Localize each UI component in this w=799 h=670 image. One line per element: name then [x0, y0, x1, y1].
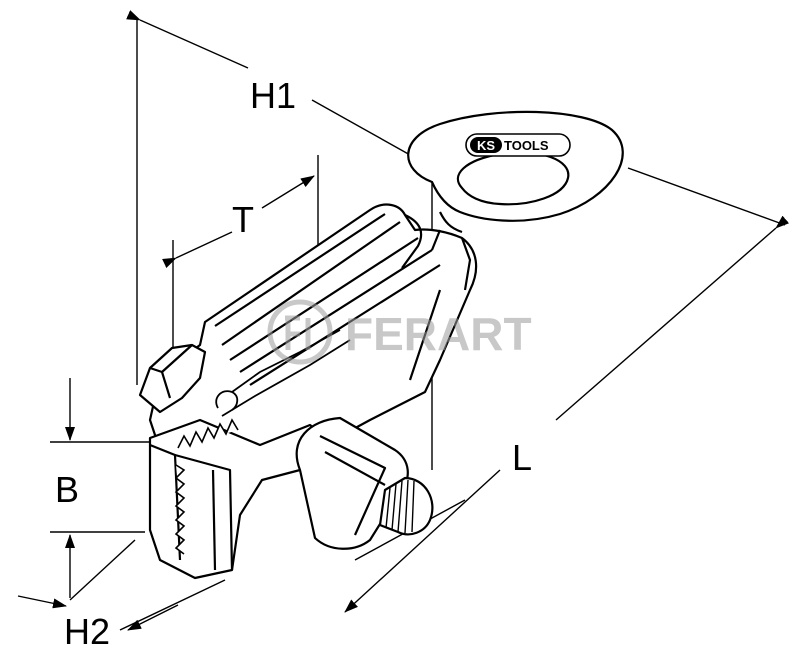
h2-dim-arrow-right	[127, 604, 179, 631]
dimension-lines	[17, 10, 790, 631]
h1-label: H1	[250, 75, 296, 116]
threaded-stud	[378, 476, 434, 536]
lower-block	[148, 418, 332, 580]
front-hex-nut	[295, 416, 409, 550]
dimension-labels: H1 T L B H2	[55, 75, 532, 652]
ks-tools-logo: KS TOOLS	[465, 133, 571, 157]
rear-hex-nut	[138, 343, 207, 414]
l-label: L	[512, 437, 532, 478]
h1-dim-line	[126, 10, 249, 69]
spring-clip	[215, 329, 351, 417]
eye-ring	[407, 110, 624, 234]
b-label: B	[55, 469, 79, 510]
ferart-watermark: FERART	[267, 299, 532, 365]
t-label: T	[232, 199, 254, 240]
t-dim-line	[162, 231, 233, 269]
tools-logo-text: TOOLS	[504, 138, 549, 153]
watermark-text: FERART	[345, 308, 532, 360]
serrated-teeth	[174, 418, 239, 555]
h2-label: H2	[64, 611, 110, 652]
h2-dim-arrow-left	[17, 595, 67, 609]
ks-logo-text: KS	[477, 138, 495, 153]
l-dim-line	[555, 215, 790, 421]
